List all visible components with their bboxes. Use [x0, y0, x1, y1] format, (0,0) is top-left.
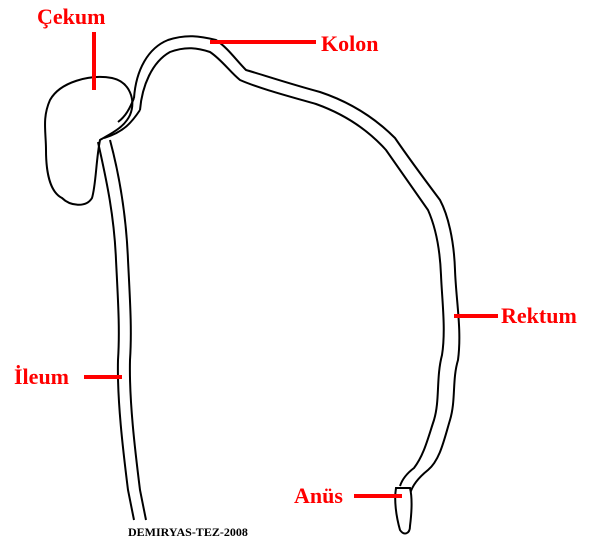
ileum-outline-left	[98, 142, 134, 520]
label-kolon: Kolon	[321, 33, 378, 55]
colon-outline-inner	[140, 48, 444, 486]
label-anus: Anüs	[294, 485, 343, 507]
colon-outline-outer	[134, 36, 459, 494]
label-rektum: Rektum	[501, 305, 577, 327]
label-cekum: Çekum	[37, 6, 105, 28]
label-ileum: İleum	[14, 366, 69, 388]
credit-text: DEMIRYAS-TEZ-2008	[128, 526, 248, 538]
ileum-outline-right	[110, 140, 146, 520]
